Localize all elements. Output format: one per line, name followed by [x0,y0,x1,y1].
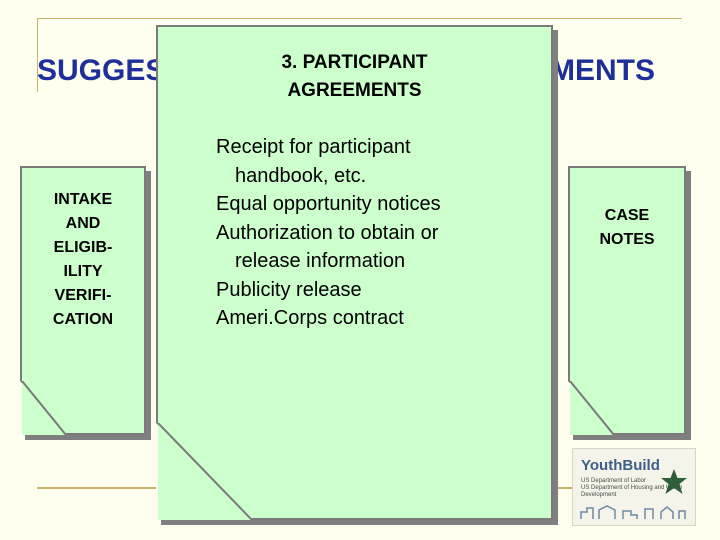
slide-title-right: MENTS [550,54,655,87]
intake-eligibility-card[interactable]: INTAKE AND ELIGIB- ILITY VERIFI- CATION [20,166,146,435]
page-fold-icon [568,381,614,435]
youthbuild-logo: YouthBuild US Department of Labor US Dep… [572,448,696,526]
list-item: release information [235,250,406,272]
list-item: Authorization to obtain or [216,221,439,244]
participant-agreements-card[interactable]: 3. PARTICIPANT AGREEMENTS Receipt for pa… [156,25,553,520]
agreement-list: Receipt for participant handbook, etc. E… [216,133,441,333]
page-fold-icon [20,381,66,435]
list-item: Ameri.Corps contract [216,307,404,329]
page-fold-icon [156,423,252,520]
star-icon [661,469,687,494]
frame-line-vertical [37,18,38,92]
skyline-icon [580,505,686,519]
list-item: handbook, etc. [235,164,367,187]
list-item: Equal opportunity notices [216,193,441,215]
case-notes-label: CASE NOTES [599,207,655,248]
slide-title-left: SUGGES [37,54,166,87]
list-item: Receipt for participant [216,136,411,158]
logo-brand-text: YouthBuild [581,457,660,474]
list-item: Publicity release [216,278,362,301]
case-notes-card[interactable]: CASE NOTES [568,166,686,435]
frame-line-top [37,18,682,19]
intake-eligibility-label: INTAKE AND ELIGIB- ILITY VERIFI- CATION [52,191,114,328]
card-title: 3. PARTICIPANT AGREEMENTS [281,52,428,101]
